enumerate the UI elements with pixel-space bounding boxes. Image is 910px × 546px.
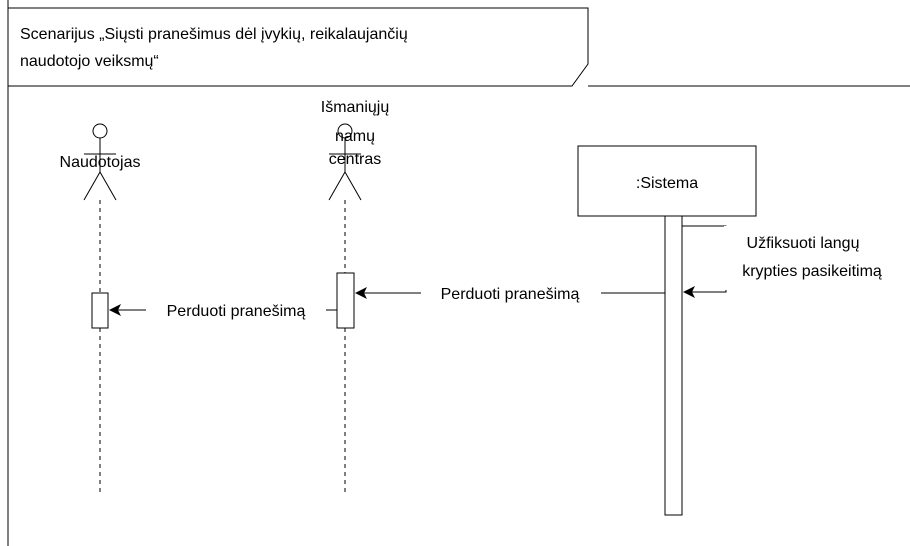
- actor-label-line-1: Išmaniųjų: [321, 99, 390, 116]
- actor-label-line-2: namų: [335, 128, 375, 145]
- frame-title-line-1: Scenarijus „Siųsti pranešimus dėl įvykių…: [20, 26, 408, 43]
- message-label: Perduoti pranešimą: [167, 303, 306, 320]
- activation-bar-sistema: [664, 215, 683, 516]
- actor-label-line-3: centras: [329, 151, 381, 168]
- stick-figure-icon: [328, 123, 362, 201]
- self-message-label-line-1: Užfiksuoti langų: [747, 235, 860, 252]
- sistema-label: :Sistema: [636, 175, 698, 192]
- message-label-bg: [421, 283, 601, 303]
- actor-ismaniuju-namu-centras: Išmaniųjų namų centras: [321, 99, 390, 496]
- frame: Scenarijus „Siųsti pranešimus dėl įvykių…: [7, 0, 910, 546]
- lifeline-sistema: :Sistema: [577, 145, 757, 516]
- self-message-uzfiksuoti: Užfiksuoti langų krypties pasikeitimą: [682, 225, 902, 298]
- frame-title-line-2: naudotojo veiksmų“: [20, 53, 159, 70]
- message-sistema-to-centras: Perduoti pranešimą: [355, 283, 665, 303]
- activation-bar-naudotojas: [91, 292, 109, 329]
- message-centras-to-naudotojas: Perduoti pranešimą: [109, 300, 337, 320]
- activation-bar-ismaniuju-namu-centras: [336, 272, 355, 329]
- stick-figure-icon: [83, 123, 117, 201]
- actor-naudotojas: Naudotojas: [60, 123, 141, 496]
- message-label-bg: [146, 300, 326, 320]
- self-message-label-line-2: krypties pasikeitimą: [742, 263, 882, 280]
- actor-label-naudotojas: Naudotojas: [60, 154, 141, 171]
- self-message-label-bg: [724, 226, 902, 290]
- frame-title-tab: [8, 7, 589, 87]
- message-label: Perduoti pranešimą: [441, 286, 580, 303]
- self-message-arrow: [682, 225, 727, 298]
